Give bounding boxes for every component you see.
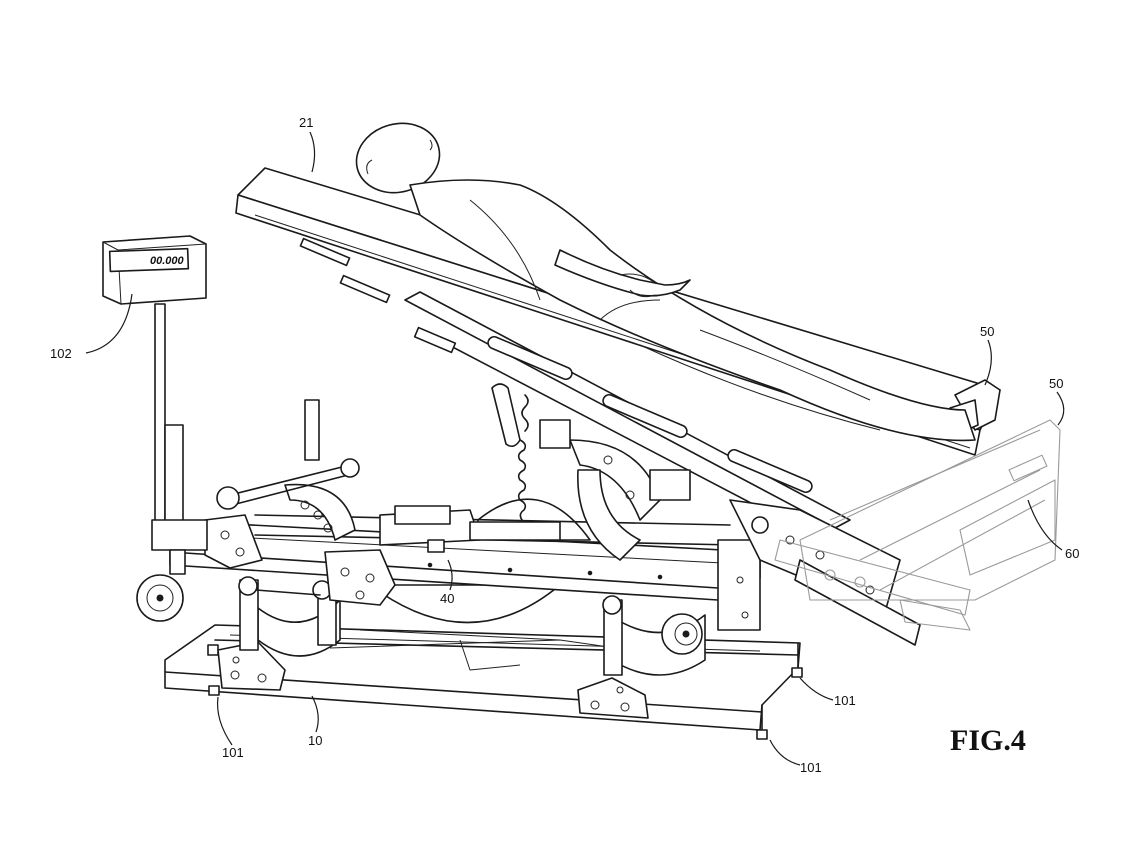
ref-40-carriage: 40 [440,591,454,606]
ref-50-footboard-alternate: 50 [1049,376,1063,391]
ref-102-scale-indicator: 102 [50,346,72,361]
ref-101-foot-front: 101 [800,760,822,775]
mattress [235,167,1001,494]
ref-50-footboard: 50 [980,324,994,339]
ref-10-base: 10 [308,733,322,748]
leveling-feet [207,644,803,740]
leader-lines [85,131,1065,766]
patient-figure [355,122,976,442]
scale-display-readout: 00.000 [150,255,185,267]
ref-21-mattress: 21 [299,115,313,130]
handset-controller [491,383,529,521]
ref-60: 60 [1065,546,1079,561]
scale-indicator: 00.000 [102,235,208,622]
ref-101-foot-left: 101 [222,745,244,760]
carriage-frame [169,399,761,631]
reference-numerals: 21 102 50 50 60 40 10 101 101 101 [50,115,1079,775]
lift-mechanism [238,498,706,676]
footboard-alternate-position [774,419,1061,631]
ref-101-foot-right: 101 [834,693,856,708]
figure-caption: FIG.4 [950,724,1026,757]
